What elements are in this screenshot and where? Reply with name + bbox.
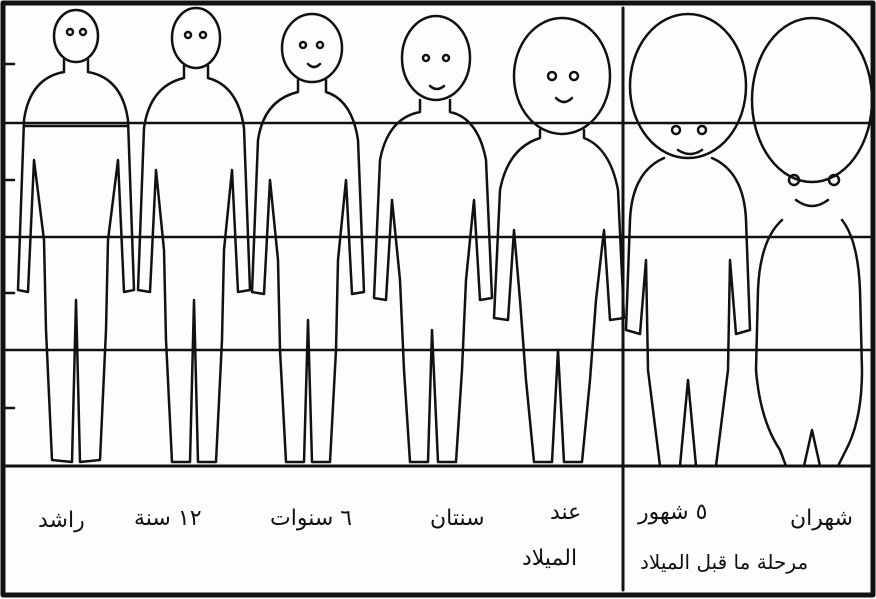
figure-newborn bbox=[494, 18, 624, 462]
figure-12-years bbox=[138, 8, 250, 462]
figure-5-months bbox=[626, 14, 750, 466]
label-6-years: ٦ سنوات bbox=[270, 506, 352, 531]
figure-2-months bbox=[752, 18, 872, 466]
label-5-months: ٥ شهور bbox=[638, 500, 707, 525]
label-2-years: سنتان bbox=[430, 506, 485, 531]
label-prenatal: مرحلة ما قبل الميلاد bbox=[640, 550, 808, 574]
figure-2-years bbox=[374, 16, 492, 462]
label-2-months: شهران bbox=[790, 506, 853, 531]
label-at-birth-1: عند bbox=[550, 500, 581, 525]
label-adult: راشد bbox=[38, 508, 85, 533]
label-at-birth-2: الميلاد bbox=[522, 546, 577, 571]
label-12-years: ١٢ سنة bbox=[134, 506, 202, 531]
